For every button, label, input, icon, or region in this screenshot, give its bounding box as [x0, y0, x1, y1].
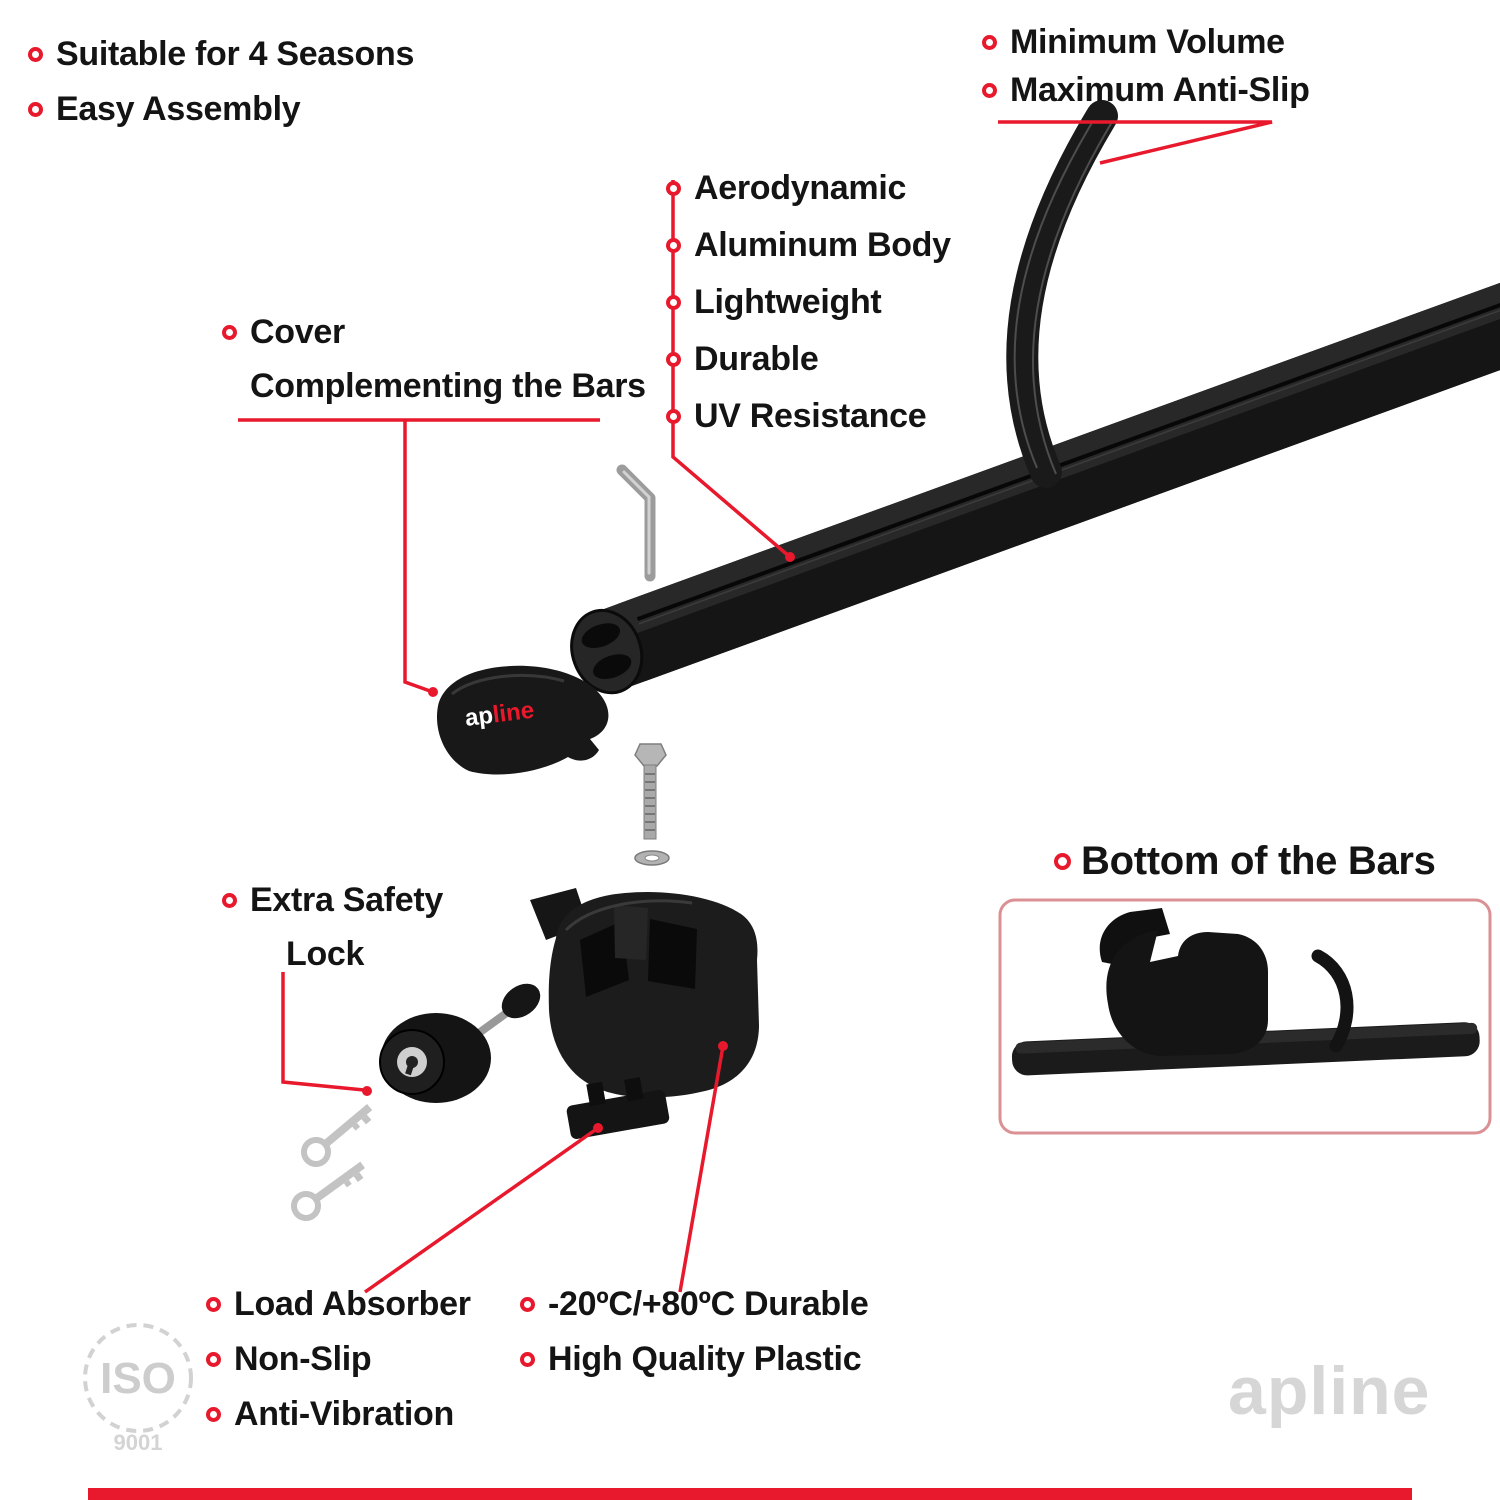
feature-label: Aerodynamic	[694, 169, 907, 207]
feature-item: Lightweight	[666, 282, 951, 322]
cover-graphic: apline	[436, 665, 609, 775]
feature-label: High Quality Plastic	[548, 1340, 862, 1378]
feature-item: Durable	[666, 339, 951, 379]
feature-item: Maximum Anti-Slip	[982, 70, 1310, 110]
cover-label: Cover	[250, 313, 345, 351]
feature-label: Lightweight	[694, 283, 882, 321]
bullet-icon	[666, 351, 681, 367]
feature-label: UV Resistance	[694, 397, 927, 435]
cover-label: Complementing the Bars	[250, 367, 646, 405]
lock-label: Lock	[286, 935, 365, 973]
feature-item: High Quality Plastic	[520, 1339, 869, 1379]
lock-callout-line1: Extra Safety	[222, 880, 443, 920]
feature-label: Maximum Anti-Slip	[1010, 71, 1310, 109]
bottom-view-title-label: Bottom of the Bars	[1081, 839, 1436, 883]
feature-item: Easy Assembly	[28, 89, 414, 129]
bullet-icon	[520, 1351, 535, 1367]
bullet-icon	[666, 408, 681, 424]
feature-item: Aluminum Body	[666, 225, 951, 265]
feature-label: Non-Slip	[234, 1340, 372, 1378]
washer-graphic	[634, 850, 670, 866]
foot-pad-feature-list: Load Absorber Non-Slip Anti-Vibration	[206, 1284, 471, 1434]
bullet-icon	[28, 46, 43, 62]
strip-feature-list: Minimum Volume Maximum Anti-Slip	[982, 22, 1310, 110]
bottom-accent-strip	[88, 1488, 1412, 1500]
feature-item: Non-Slip	[206, 1339, 471, 1379]
bullet-icon	[206, 1351, 221, 1367]
bullet-icon	[666, 237, 681, 253]
bullet-icon	[206, 1406, 221, 1422]
bottom-view-title: Bottom of the Bars	[1054, 838, 1436, 884]
feature-label: Minimum Volume	[1010, 23, 1285, 61]
feature-item: Minimum Volume	[982, 22, 1310, 62]
feature-label: Aluminum Body	[694, 226, 951, 264]
feature-item: Load Absorber	[206, 1284, 471, 1324]
feature-label: Durable	[694, 340, 819, 378]
feature-label: Load Absorber	[234, 1285, 471, 1323]
bullet-icon	[222, 324, 237, 340]
bottom-view-panel	[998, 898, 1492, 1135]
callout-lines	[238, 120, 1273, 1294]
bullet-icon	[982, 82, 997, 98]
material-feature-list: -20ºC/+80ºC Durable High Quality Plastic	[520, 1284, 869, 1379]
top-left-feature-list: Suitable for 4 Seasons Easy Assembly	[28, 34, 414, 129]
allen-key-icon	[616, 464, 656, 582]
cover-callout-line2: Complementing the Bars	[250, 366, 646, 406]
callout-dots	[362, 552, 795, 1133]
feature-label: Suitable for 4 Seasons	[56, 35, 415, 73]
feature-item: Aerodynamic	[666, 168, 951, 208]
lock-label: Extra Safety	[250, 881, 443, 919]
foot-clamp-graphic	[530, 888, 759, 1098]
bolt-graphic	[634, 743, 667, 840]
bullet-icon	[222, 892, 237, 908]
safety-lock-graphic	[379, 983, 541, 1103]
feature-label: Easy Assembly	[56, 90, 301, 128]
iso-watermark-text: ISO	[100, 1354, 176, 1403]
bullet-icon	[1054, 852, 1071, 870]
rubber-strip-graphic	[1006, 100, 1118, 488]
bullet-icon	[666, 294, 681, 310]
iso-9001-watermark: ISO 9001	[83, 1323, 193, 1455]
feature-label: Anti-Vibration	[234, 1395, 454, 1433]
keys-graphic	[291, 1103, 373, 1221]
feature-item: Suitable for 4 Seasons	[28, 34, 414, 74]
lock-callout-line2: Lock	[286, 934, 364, 974]
load-absorber-graphic	[566, 1077, 670, 1139]
cover-callout-line1: Cover	[222, 312, 345, 352]
cover-brand-logo: apline	[463, 697, 535, 732]
brand-watermark: apline	[1228, 1353, 1431, 1429]
bullet-icon	[982, 34, 997, 50]
feature-item: Anti-Vibration	[206, 1394, 471, 1434]
iso-number-watermark-text: 9001	[114, 1430, 163, 1455]
bar-feature-list: Aerodynamic Aluminum Body Lightweight Du…	[666, 168, 951, 436]
bullet-icon	[28, 101, 43, 117]
feature-item: UV Resistance	[666, 396, 951, 436]
feature-item: -20ºC/+80ºC Durable	[520, 1284, 869, 1324]
bullet-icon	[666, 180, 681, 196]
bullet-icon	[520, 1296, 535, 1312]
cross-bar-graphic	[570, 259, 1500, 695]
feature-label: -20ºC/+80ºC Durable	[548, 1285, 869, 1323]
bullet-icon	[206, 1296, 221, 1312]
